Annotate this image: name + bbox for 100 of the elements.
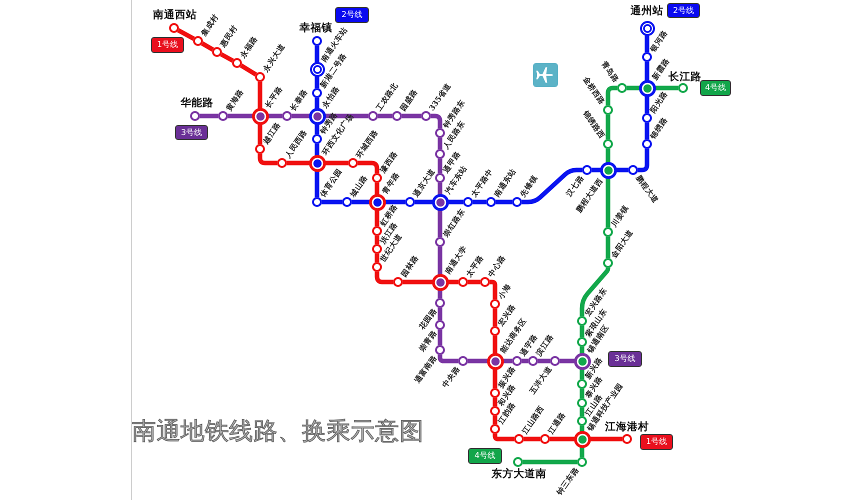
metro-line: [523, 436, 541, 442]
metro-line: [654, 86, 679, 90]
metro-line: [580, 446, 584, 458]
metro-line: [258, 81, 262, 108]
metro-line: [489, 280, 498, 300]
metro-line: [438, 182, 442, 194]
metro-line: [467, 358, 488, 364]
metro-line: [374, 271, 394, 284]
metro-line: [377, 114, 393, 118]
line-badge: 3号线: [608, 351, 642, 367]
line-badge: 3号线: [175, 125, 208, 140]
metro-line: [580, 368, 584, 380]
metro-line: [374, 182, 380, 194]
metro-line: [384, 200, 406, 204]
metro-line: [258, 153, 278, 166]
metro-line: [616, 168, 629, 172]
metro-line: [314, 45, 320, 62]
metro-line: [227, 114, 252, 118]
metro-line: [374, 235, 380, 245]
metro-line: [448, 200, 464, 204]
metro-line: [502, 358, 513, 364]
metro-line: [199, 114, 219, 118]
metro-line: [324, 160, 349, 166]
metro-line: [402, 280, 432, 284]
station-name: 幸福镇: [300, 22, 332, 34]
metro-line: [438, 158, 442, 174]
line-badge: 1号线: [151, 37, 184, 53]
metro-line: [606, 114, 610, 140]
metro-line: [414, 200, 432, 204]
station-name: 南通西站: [153, 10, 197, 20]
metro-line: [401, 114, 422, 118]
metro-line: [321, 200, 343, 204]
metro-line: [537, 358, 551, 364]
metro-line: [200, 41, 215, 52]
line-badge: 2号线: [667, 3, 700, 18]
metro-line: [324, 114, 369, 118]
metro-line: [314, 76, 320, 89]
metro-line: [438, 137, 442, 150]
station-name: 通州站: [630, 6, 664, 16]
line-badge: 4号线: [700, 80, 731, 96]
diagram-title: 南通地铁线路、换乘示意图: [132, 419, 424, 443]
station-name: 江海港村: [605, 422, 649, 432]
metro-line: [472, 200, 487, 204]
metro-line: [351, 200, 370, 204]
metro-line: [357, 160, 380, 174]
metro-line: [438, 354, 459, 364]
metro-line: [606, 236, 610, 259]
metro-line: [430, 114, 442, 129]
metro-line: [522, 460, 578, 464]
metro-line: [268, 114, 283, 118]
metro-line: [492, 433, 515, 442]
metro-line: [492, 335, 498, 354]
metro-line: [438, 307, 442, 321]
metro-line: [374, 210, 380, 227]
metro-line: [559, 358, 574, 364]
station-name: 华能路: [180, 98, 214, 108]
metro-line: [590, 436, 623, 442]
metro-line: [644, 122, 650, 140]
metro-line: [492, 308, 498, 327]
metro-line: [448, 280, 459, 284]
metro-line: [549, 436, 574, 442]
metro-line: [644, 34, 650, 53]
metro-line: [314, 97, 320, 108]
metro-line: [492, 415, 498, 425]
metro-line: [467, 280, 481, 284]
metro-line: [606, 148, 610, 162]
metro-line: [495, 200, 513, 204]
metro-line: [219, 52, 235, 64]
metro-line: [644, 61, 650, 80]
metro-line: [637, 148, 650, 172]
metro-line: [492, 368, 498, 389]
station-name: 长江路: [668, 72, 702, 82]
metro-line: [314, 124, 320, 135]
line-badge: 4号线: [468, 448, 502, 464]
metro-line: [626, 86, 640, 90]
metro-line: [580, 407, 584, 417]
metro-line: [580, 388, 584, 399]
metro-line: [591, 168, 600, 172]
line-badge: 2号线: [335, 7, 369, 23]
metro-line: [239, 63, 258, 77]
metro-line: [580, 266, 610, 317]
metro-line: [258, 124, 262, 145]
metro-line: [314, 143, 320, 156]
metro-line: [644, 96, 650, 114]
metro-line: [580, 325, 584, 338]
station-name: 东方大道南: [492, 468, 546, 480]
metro-line: [176, 28, 196, 42]
metro-line: [286, 160, 310, 166]
metro-line: [438, 210, 442, 238]
metro-line: [438, 246, 442, 274]
line-badge: 1号线: [640, 434, 673, 450]
metro-line: [374, 253, 380, 263]
metro-line: [606, 178, 610, 228]
metro-line: [492, 397, 498, 407]
metro-line: [438, 329, 442, 346]
metro-line: [521, 168, 583, 204]
metro-line: [606, 86, 618, 106]
metro-line: [314, 170, 320, 198]
metro-line: [438, 290, 442, 299]
metro-line: [291, 114, 310, 118]
